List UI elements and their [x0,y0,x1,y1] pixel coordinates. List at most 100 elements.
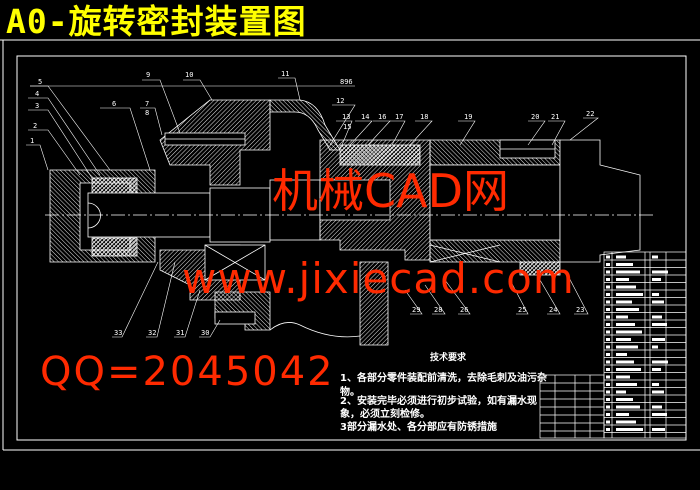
parts-list-cell-mark [652,428,665,431]
parts-list-cell-mark [616,375,630,379]
tech-requirement-line: 2、安装完毕必须进行初步试验，如有漏水现 [340,396,537,407]
parts-list-cell-mark [606,420,610,424]
parts-list-cell-mark [606,360,610,364]
parts-list-cell-mark [616,398,633,401]
parts-list-cell-mark [616,360,634,364]
parts-list-cell-mark [606,315,610,319]
parts-list-cell-mark [652,405,662,409]
parts-list-cell-mark [616,278,629,281]
callout-13: 13 [342,113,350,121]
parts-list-cell-mark [606,323,610,326]
parts-list-cell-mark [606,428,610,431]
parts-list-cell-mark [606,270,610,274]
parts-list-cell-mark [606,293,610,296]
callout-20: 20 [531,113,539,121]
parts-list-cell-mark [616,413,629,416]
parts-list-cell-mark [652,315,662,319]
drawing-frame [0,39,700,451]
parts-list-cell-mark [616,315,628,319]
parts-list-cell-mark [652,338,665,341]
callout-3: 3 [35,102,39,110]
parts-list-cell-mark [606,368,610,371]
watermark-site-name: 机械CAD网 [272,164,510,218]
parts-list-cell-mark [616,263,633,266]
parts-list-cell-mark [606,345,610,349]
parts-list-cell-mark [652,345,658,349]
callout-10: 10 [185,71,193,79]
callout-19: 19 [464,113,472,121]
parts-list-cell-mark [606,405,610,409]
tech-requirement-line: 象，必须立刻检修。 [340,409,430,420]
callout-32: 32 [148,329,156,337]
parts-list-cell-mark [616,293,643,296]
parts-list-cell-mark [616,405,640,409]
parts-list-cell-mark [616,338,631,341]
mechanical-parts [45,99,655,346]
parts-list-cell-mark [606,330,610,334]
callout-11: 11 [281,70,289,78]
parts-list-cell-mark [652,293,659,296]
callout-labels: 1 2 3 4 5 6 7 8 9 10 11 12 13 15 14 16 1… [30,70,594,337]
callout-28: 28 [434,306,442,314]
callout-29: 29 [412,306,420,314]
callout-6: 6 [112,100,116,108]
parts-list-cell-mark [606,308,610,311]
parts-list-cell-mark [606,255,610,259]
callout-18: 18 [420,113,428,121]
callout-9: 9 [146,71,150,79]
parts-list-cell-mark [616,285,636,289]
callout-33: 33 [114,329,122,337]
parts-list-cell-mark [606,263,610,266]
callout-5: 5 [38,78,42,86]
parts-list-cell-mark [616,420,636,424]
parts-list-cell-mark [616,300,632,304]
parts-list-cell-mark [652,360,668,364]
parts-list-cell-mark [616,345,638,349]
tech-requirement-line: 3部分漏水处、各分部应有防锈措施 [340,422,497,433]
callout-30: 30 [201,329,209,337]
callout-12: 12 [336,97,344,105]
parts-list-cell-mark [652,368,661,371]
parts-list-cell-mark [652,383,659,386]
parts-list-cell-mark [652,270,668,274]
parts-list-cell-mark [606,398,610,401]
parts-list-cell-mark [652,278,661,281]
parts-list-cell-mark [616,323,635,326]
callout-15: 15 [343,123,351,131]
drawing-title: A0-旋转密封装置图 [6,2,307,41]
parts-list-cell-mark [606,300,610,304]
parts-list-cell-mark [652,413,667,416]
title-block-table [539,251,687,439]
parts-list-cell-mark [652,300,664,304]
parts-list-cell-mark [652,390,664,394]
parts-list-cell-mark [606,413,610,416]
parts-list-cell-mark [606,383,610,386]
parts-list-cell-mark [606,390,610,394]
watermark-url: www.jixiecad.com [182,254,575,303]
parts-list-cell-mark [616,270,640,274]
callout-17: 17 [395,113,403,121]
parts-list-cell-mark [616,383,637,386]
watermark-qq: QQ=2045042 [40,349,335,395]
parts-list-cell-mark [606,285,610,289]
callout-14: 14 [361,113,369,121]
callout-896: 896 [340,78,353,86]
parts-list-cell-mark [616,353,627,356]
parts-list-cell-mark [606,353,610,356]
tech-requirements-heading: 技术要求 [430,353,467,363]
parts-list-cell-mark [616,368,641,371]
parts-list-cell-mark [616,255,626,259]
tech-requirement-line: 物。 [340,387,360,398]
leader-lines [26,77,599,338]
callout-4: 4 [35,90,39,98]
callout-1: 1 [30,137,34,145]
callout-23: 23 [576,306,584,314]
parts-list-cell-mark [616,428,643,431]
callout-7: 7 [145,100,149,108]
tech-requirement-line: 1、各部分零件装配前清洗，去除毛刺及油污杂 [340,373,547,384]
callout-8: 8 [145,109,149,117]
callout-16: 16 [378,113,386,121]
title-block-border [539,374,605,439]
